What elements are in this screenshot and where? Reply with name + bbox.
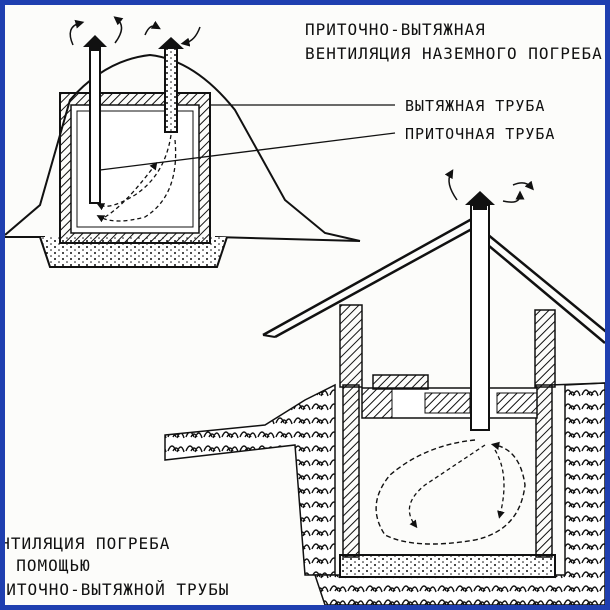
bottom-title-line1: ВЕНТИЛЯЦИЯ ПОГРЕБА [0,534,171,553]
supply-pipe-label: ПРИТОЧНАЯ ТРУБА [405,125,556,143]
ventilation-diagram [5,16,605,605]
bottom-title-line2: С ПОМОЩЬЮ [0,556,91,575]
above-ground-cellar [5,16,396,268]
cellar-with-house [164,169,605,605]
exhaust-pipe-label: ВЫТЯЖНАЯ ТРУБА [405,97,546,115]
top-title-line1: ПРИТОЧНО-ВЫТЯЖНАЯ [305,20,486,39]
top-title-line2: ВЕНТИЛЯЦИЯ НАЗЕМНОГО ПОГРЕБА [305,44,603,63]
bottom-title-line3: ПРИТОЧНО-ВЫТЯЖНОЙ ТРУБЫ [0,580,230,599]
